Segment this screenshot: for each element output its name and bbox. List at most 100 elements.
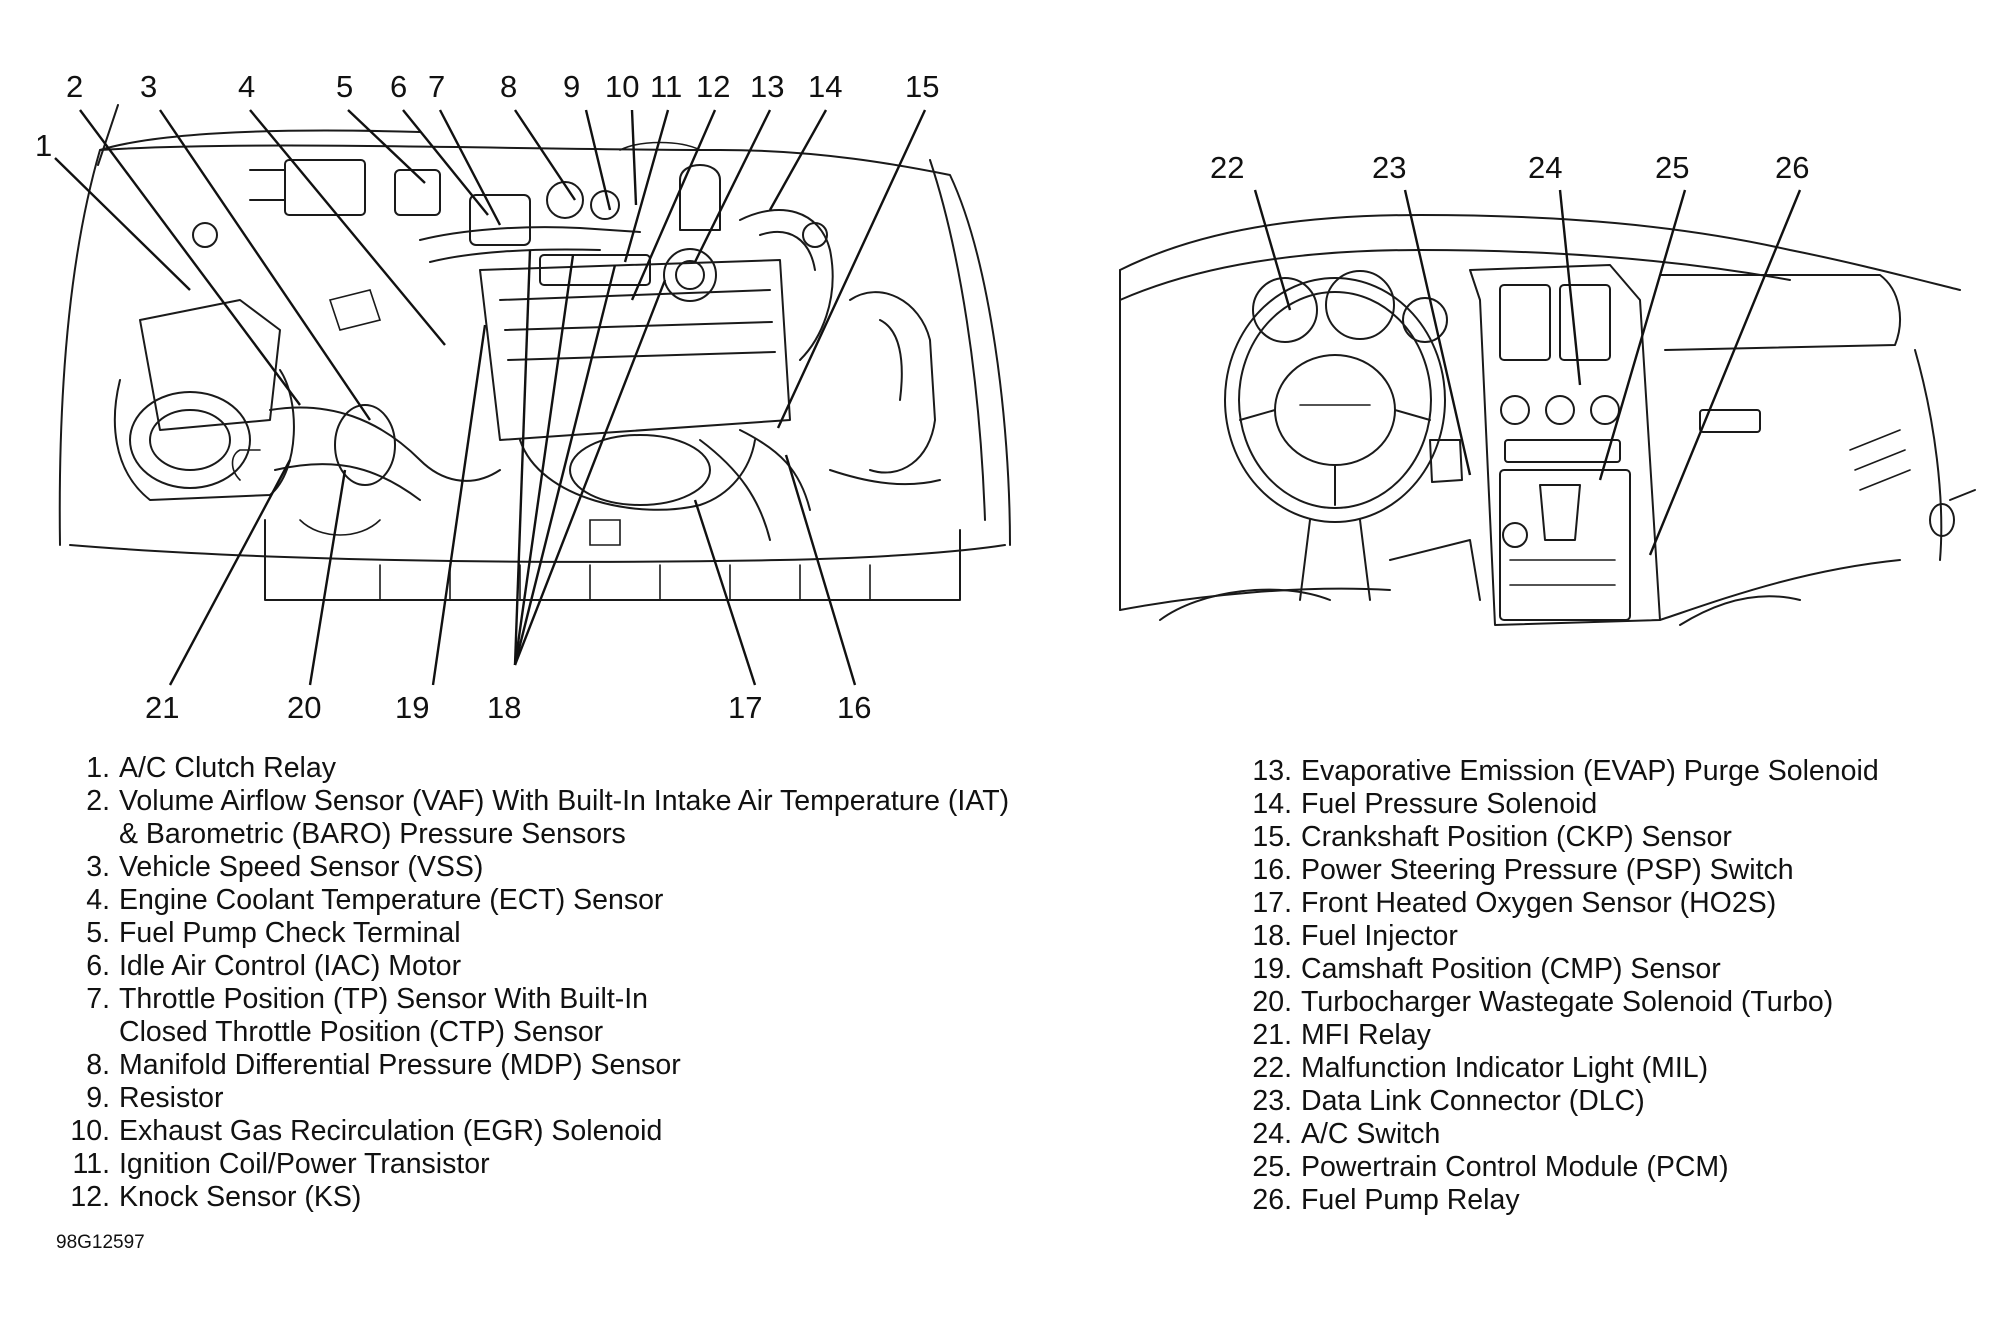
legend-num: 12. xyxy=(70,1181,110,1213)
legend-num: 19. xyxy=(1252,953,1292,985)
leader-23 xyxy=(1403,189,1472,476)
legend-num: 24. xyxy=(1252,1118,1292,1150)
legend-item: 19. Camshaft Position (CMP) Sensor xyxy=(1238,953,1978,986)
legend-right: 13. Evaporative Emission (EVAP) Purge Sol… xyxy=(1238,755,1978,1217)
callout-7: 7 xyxy=(428,69,445,104)
legend-text: Engine Coolant Temperature (ECT) Sensor xyxy=(119,884,664,916)
legend-num: 7. xyxy=(86,983,110,1015)
legend-text: Fuel Pump Check Terminal xyxy=(119,917,461,949)
leader-2 xyxy=(79,109,301,406)
legend-text: Camshaft Position (CMP) Sensor xyxy=(1301,953,1721,985)
legend-item-continued: & Barometric (BARO) Pressure Sensors xyxy=(64,818,1194,851)
legend-item: 13. Evaporative Emission (EVAP) Purge Sol… xyxy=(1238,755,1978,788)
callout-numbers: 1 2 3 4 5 6 7 8 9 10 11 12 13 14 15 16 1… xyxy=(35,69,1809,725)
legend-num: 16. xyxy=(1252,854,1292,886)
legend-num: 11. xyxy=(72,1148,110,1180)
catalog-number: 98G12597 xyxy=(56,1232,145,1253)
callout-16: 16 xyxy=(837,690,871,725)
legend-text: Manifold Differential Pressure (MDP) Sen… xyxy=(119,1049,681,1081)
legend-num: 23. xyxy=(1252,1085,1292,1117)
legend-text-continued: & Barometric (BARO) Pressure Sensors xyxy=(119,818,626,850)
leader-6 xyxy=(402,109,489,216)
leader-18c xyxy=(513,264,617,666)
callout-17: 17 xyxy=(728,690,762,725)
callout-14: 14 xyxy=(808,69,842,104)
legend-num: 22. xyxy=(1252,1052,1292,1084)
leader-5 xyxy=(347,109,426,184)
callout-5: 5 xyxy=(336,69,353,104)
callout-20: 20 xyxy=(287,690,321,725)
legend-text: MFI Relay xyxy=(1301,1019,1431,1051)
component-locator-diagram: 1 2 3 4 5 6 7 8 9 10 11 12 13 14 15 16 1… xyxy=(35,69,1976,725)
callout-2: 2 xyxy=(66,69,83,104)
legend-text: A/C Clutch Relay xyxy=(119,752,336,784)
leader-16 xyxy=(784,454,857,686)
callout-15: 15 xyxy=(905,69,939,104)
leader-8 xyxy=(514,109,576,201)
leader-12 xyxy=(630,109,717,301)
legend-item: 24. A/C Switch xyxy=(1238,1118,1978,1151)
legend-item: 25.Powertrain Control Module (PCM) xyxy=(1238,1151,1978,1184)
legend-item: 21. MFI Relay xyxy=(1238,1019,1978,1052)
callout-10: 10 xyxy=(605,69,639,104)
legend-item: 14.Fuel Pressure Solenoid xyxy=(1238,788,1978,821)
legend-text: Fuel Pressure Solenoid xyxy=(1301,788,1598,820)
legend-item: 11. Ignition Coil/Power Transistor xyxy=(64,1148,1194,1181)
leader-22 xyxy=(1253,189,1292,311)
legend-item: 18.Fuel Injector xyxy=(1238,920,1978,953)
leader-10 xyxy=(630,109,638,206)
legend-num: 4. xyxy=(86,884,110,916)
legend-text: Fuel Pump Relay xyxy=(1301,1184,1520,1216)
leader-18b xyxy=(513,254,575,666)
leader-13 xyxy=(693,109,772,263)
leader-lines xyxy=(54,109,1802,686)
legend-num: 6. xyxy=(86,950,110,982)
callout-23: 23 xyxy=(1372,150,1406,185)
legend-item: 3.Vehicle Speed Sensor (VSS) xyxy=(64,851,1194,884)
legend-text: A/C Switch xyxy=(1301,1118,1441,1150)
leader-4 xyxy=(249,109,446,346)
legend-num: 13. xyxy=(1252,755,1292,787)
legend-item: 15.Crankshaft Position (CKP) Sensor xyxy=(1238,821,1978,854)
legend-num: 10. xyxy=(70,1115,110,1147)
callout-1: 1 xyxy=(35,128,52,163)
legend-text: Ignition Coil/Power Transistor xyxy=(119,1148,490,1180)
callout-11: 11 xyxy=(650,69,682,104)
leader-9 xyxy=(584,109,612,211)
legend-num: 21. xyxy=(1252,1019,1292,1051)
leader-18a xyxy=(513,249,532,666)
legend-item: 10. Exhaust Gas Recirculation (EGR) Solen… xyxy=(64,1115,1194,1148)
callout-8: 8 xyxy=(500,69,517,104)
callout-9: 9 xyxy=(563,69,580,104)
legend-text: Crankshaft Position (CKP) Sensor xyxy=(1301,821,1732,853)
legend-num: 26. xyxy=(1252,1184,1292,1216)
legend-item: 9.Resistor xyxy=(64,1082,1194,1115)
legend-num: 1. xyxy=(86,752,110,784)
legend-text: Front Heated Oxygen Sensor (HO2S) xyxy=(1301,887,1777,919)
legend-left: 1.A/C Clutch Relay 2.Volume Airflow Sens… xyxy=(64,752,1194,1214)
legend-num: 8. xyxy=(86,1049,110,1081)
legend-text: Powertrain Control Module (PCM) xyxy=(1301,1151,1729,1183)
leader-14 xyxy=(768,109,828,211)
legend-item: 12.Knock Sensor (KS) xyxy=(64,1181,1194,1214)
legend-item: 6. Idle Air Control (IAC) Motor xyxy=(64,950,1194,983)
leader-25 xyxy=(1598,189,1687,481)
legend-text: Exhaust Gas Recirculation (EGR) Solenoid xyxy=(119,1115,663,1147)
legend-item: 7. Throttle Position (TP) Sensor With Bui… xyxy=(64,983,1194,1016)
callout-3: 3 xyxy=(140,69,157,104)
callout-18: 18 xyxy=(487,690,521,725)
legend-text: Power Steering Pressure (PSP) Switch xyxy=(1301,854,1794,886)
legend-text: Idle Air Control (IAC) Motor xyxy=(119,950,462,982)
callout-25: 25 xyxy=(1655,150,1689,185)
callout-13: 13 xyxy=(750,69,784,104)
callout-6: 6 xyxy=(390,69,407,104)
legend-text: Malfunction Indicator Light (MIL) xyxy=(1301,1052,1709,1084)
callout-21: 21 xyxy=(145,690,179,725)
legend-text: Evaporative Emission (EVAP) Purge Soleno… xyxy=(1301,755,1879,787)
legend-text: Throttle Position (TP) Sensor With Built… xyxy=(119,983,649,1015)
leader-19 xyxy=(431,324,487,686)
legend-item: 8. Manifold Differential Pressure (MDP) S… xyxy=(64,1049,1194,1082)
callout-19: 19 xyxy=(395,690,429,725)
legend-item: 23.Data Link Connector (DLC) xyxy=(1238,1085,1978,1118)
leader-18d xyxy=(513,279,667,666)
